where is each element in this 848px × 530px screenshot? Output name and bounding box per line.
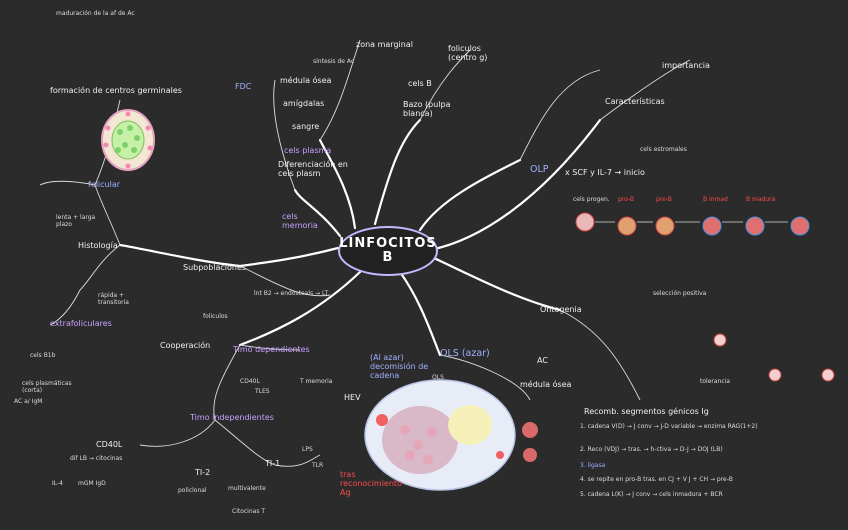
label-zona-marginal: zona marginal	[356, 40, 413, 49]
label-recomb: Recomb. segmentos génicos Ig	[584, 407, 709, 416]
label-tlr: TLR	[312, 462, 323, 469]
label-b-madura: B madura	[746, 196, 775, 203]
branch-timo-dependientes: Timo dependientes	[233, 345, 310, 354]
label-b-inmad: B inmad	[703, 196, 728, 203]
step-4: 4. se repite en pro-B tras. en CJ + V J …	[580, 476, 733, 483]
label-tras-reconocimiento: tras reconocimiento Ag	[340, 470, 410, 497]
branch-histologia: Histología	[78, 241, 118, 250]
branch-subpoblaciones: Subpoblaciones	[183, 263, 246, 272]
label-rapida: rápida + transitoria	[98, 292, 148, 306]
label-dif-lb: dif LB → citocinas	[70, 455, 122, 462]
branch-cooperacion: Cooperación	[160, 341, 210, 350]
label-foliculos-centro: foliculos (centro g)	[448, 44, 498, 62]
ontogeny-cells	[576, 213, 834, 381]
branch-olp: OLP	[530, 166, 549, 173]
label-medula: médula ósea	[280, 76, 331, 85]
label-diferenciacion: Diferenciación en cels plasm	[278, 160, 348, 178]
center-subtitle: B	[383, 251, 394, 265]
branch-bazo: Bazo (pulpa blanca)	[403, 100, 473, 118]
label-fdc: FDC	[235, 82, 251, 91]
label-cd40l-lt: CD40L	[240, 378, 260, 385]
branch-caracteristicas: Características	[605, 97, 665, 106]
label-cel-progen: cels progen.	[573, 196, 610, 203]
germinal-center-drawing	[102, 110, 154, 170]
label-igm: AC a/ IgM	[14, 398, 44, 405]
label-t-memoria: T memoria	[300, 378, 332, 385]
step-1: 1. cadena V(D) → J conv → J-D variable →…	[580, 423, 758, 430]
branch-folicular: folicular	[88, 180, 120, 189]
label-cels-b1b: cels B1b	[30, 352, 55, 359]
label-foliculos: foliculos	[203, 313, 228, 320]
label-pre-b: pre-B	[656, 196, 672, 203]
branch-timo-independientes: Timo independientes	[190, 413, 274, 422]
label-ti2: TI-2	[195, 468, 210, 477]
label-formacion: formación de centros germinales	[50, 86, 182, 95]
branch-ols: OLS (azar)	[440, 350, 490, 357]
step-5: 5. cadena L(K) → J conv → cels inmadura …	[580, 491, 723, 498]
label-azar: (Al azar) decomisión de cadena	[370, 353, 432, 380]
label-il4: IL-4	[52, 480, 63, 487]
label-medula-osea: médula ósea	[520, 380, 571, 389]
step-2: 2. Reco (VDJ) → tras. → h-ctiva → D-J → …	[580, 446, 723, 453]
olp-formula: x SCF y IL-7 → inicio	[565, 168, 645, 177]
label-sintesis: síntesis de Ac	[313, 58, 354, 65]
label-lps: LPS	[302, 446, 313, 453]
label-policlonal: policlonal	[178, 487, 207, 494]
label-amigdalas: amígdalas	[283, 99, 324, 108]
label-tolerancia: tolerancia	[700, 378, 730, 385]
label-ti1: TI-1	[265, 459, 280, 468]
center-title: LINFOCITOS	[339, 237, 437, 251]
branch-ontogenia: Ontogenia	[540, 305, 582, 314]
label-lenta: lenta + larga plazo	[56, 214, 112, 228]
label-pro-b: pro-B	[618, 196, 634, 203]
central-topic: LINFOCITOS B	[338, 226, 438, 276]
label-importancia: importancia	[662, 61, 710, 70]
label-memoria: cels memoria	[282, 212, 316, 230]
label-tles: TLES	[255, 388, 270, 395]
label-citocinas: Citocinas T	[232, 508, 265, 515]
label-cels-b: cels B	[408, 79, 432, 88]
label-plasmaticas: cels plasmáticas (corta)	[22, 380, 82, 394]
step-3: 3. ligasa	[580, 462, 605, 469]
label-cd40l: CD40L	[96, 440, 122, 449]
label-seleccion: selección positiva	[653, 290, 706, 297]
label-hev: HEV	[344, 393, 361, 402]
label-ac: AC	[537, 356, 548, 365]
label-ols-title: OLS	[432, 374, 444, 381]
label-cels-estromales: cels estromales	[640, 146, 687, 153]
label-sangre: sangre	[292, 122, 319, 131]
label-cels-plasma: cels plasma	[284, 146, 331, 155]
label-extrafoliculares: extrafoliculares	[50, 319, 112, 328]
label-lnt-b2: lnt B2 → endosteals → LT	[254, 290, 328, 297]
label-maduracion: maduración de la af de Ac	[56, 10, 135, 17]
label-multivalente: multivalente	[228, 485, 266, 492]
label-mgm: mGM IgD	[78, 480, 106, 487]
